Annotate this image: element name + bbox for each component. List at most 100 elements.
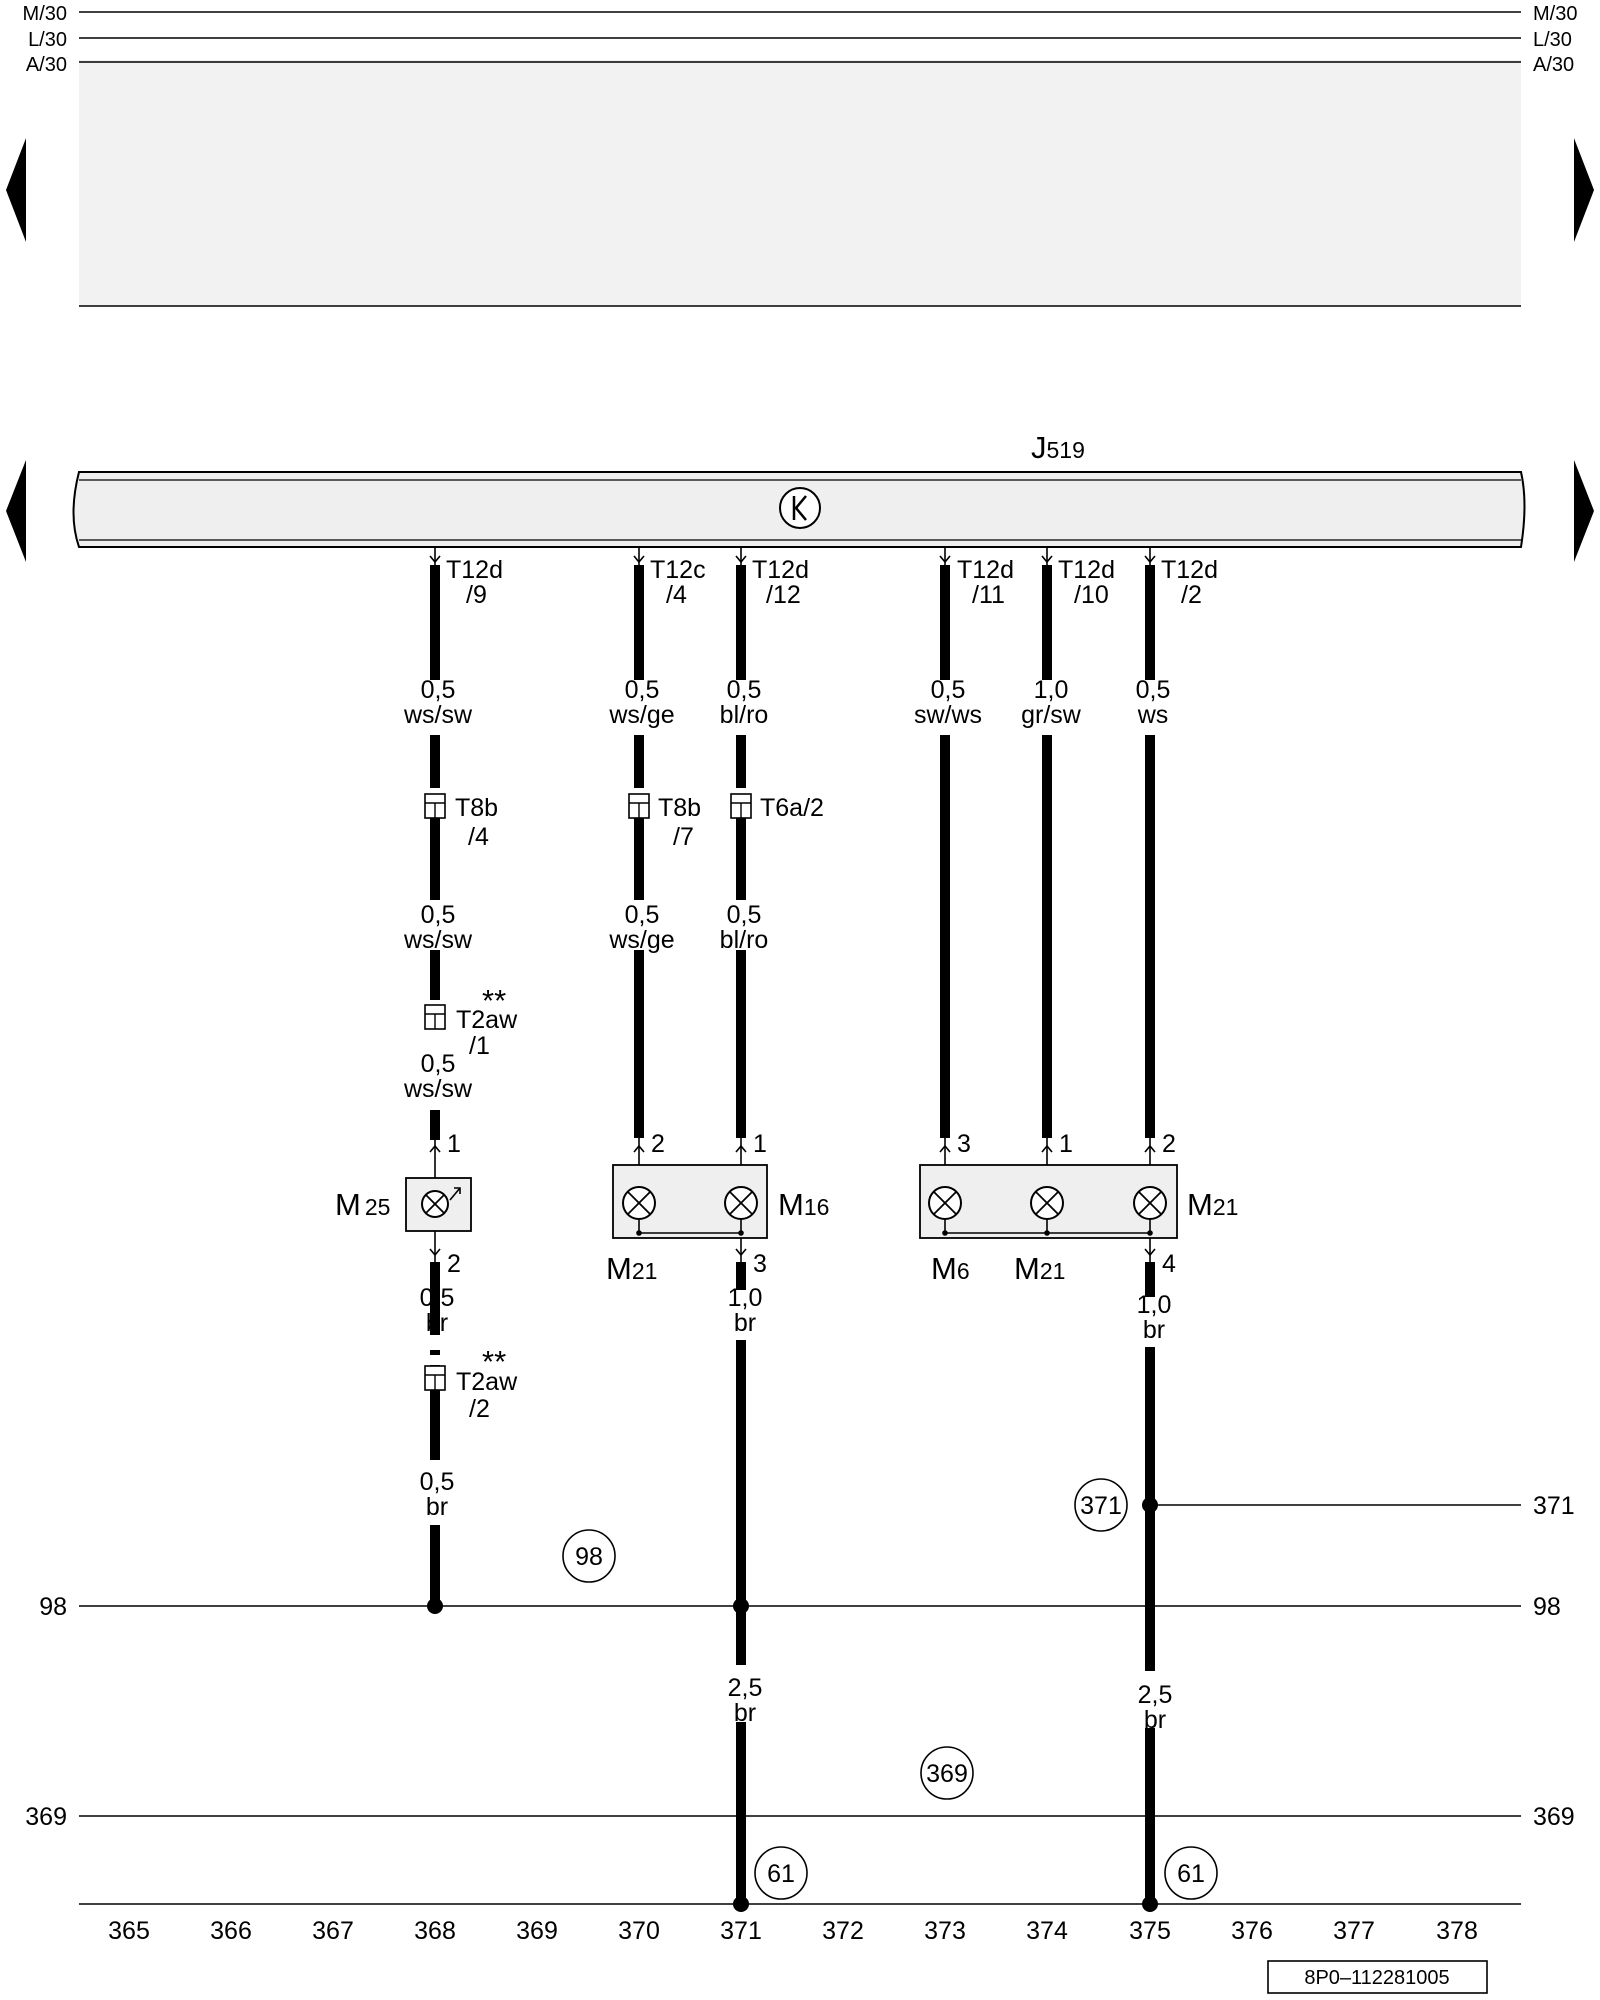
rail-label-m30-left: M/30 [23,3,67,25]
connector-pin: /4 [666,581,687,609]
bus-label: 371 [1533,1492,1575,1520]
rail-label-l30-right: L/30 [1533,29,1572,51]
junction-dot [733,1896,749,1912]
plug-label: T2aw [456,1368,518,1396]
connector-label: T12d [752,556,809,584]
document-id-box [1267,1960,1488,1994]
svg-text:369: 369 [926,1760,968,1788]
junction-dot [1142,1497,1158,1513]
pin-arrow [735,1248,747,1257]
svg-text:98: 98 [575,1543,603,1571]
wire-size: 0,5 [625,901,660,929]
component-pins: 1 2 1 3 1 2 2 3 4 [429,1130,1176,1278]
connector-label: T12d [1161,556,1218,584]
connector-label: T12d [957,556,1014,584]
junction-dot [1142,1896,1158,1912]
grid-number: 373 [924,1917,966,1945]
ref-circle: 61 [1164,1846,1218,1900]
bulb-icon [928,1186,962,1220]
wire-size: 0,5 [625,676,660,704]
component-letter: M [1014,1251,1040,1286]
component-number: 16 [804,1194,830,1220]
plug-icon [424,1004,446,1030]
nav-next-arrow-bottom[interactable] [1574,460,1594,562]
ground-k-icon [779,487,821,529]
connector-label: T12c [650,556,706,584]
grid-number: 370 [618,1917,660,1945]
component-letter: M [1187,1187,1213,1222]
wire-color: ws [1137,701,1169,729]
pin-number: 1 [753,1130,767,1158]
junction-dot [1147,1230,1153,1236]
rail-label-m30-right: M/30 [1533,3,1577,25]
grid-number: 378 [1436,1917,1478,1945]
bus-label: 98 [39,1593,67,1621]
wire-color: bl/ro [720,701,769,729]
pin-arrow [1144,1144,1156,1153]
connector-pin: /10 [1074,581,1109,609]
pin-arrow [633,1144,645,1153]
plug-label: T8b [658,794,701,822]
grid-number: 374 [1026,1917,1068,1945]
component-label: M16 [778,1187,829,1222]
wire-size: 1,0 [1137,1291,1172,1319]
connector-pin: /11 [972,581,1005,609]
wire-size: 1,0 [1034,676,1069,704]
nav-prev-arrow-top[interactable] [6,138,26,242]
pin-number: 1 [447,1130,461,1158]
pin-arrow [1144,1248,1156,1257]
ref-circle: 61 [754,1846,808,1900]
bulb-icon [724,1186,758,1220]
wire-color: gr/sw [1021,701,1082,729]
module-label: J519 [1031,430,1085,465]
grid-number: 367 [312,1917,354,1945]
component-label: M6 [931,1251,970,1286]
wire-labels: 0,5 ws/sw 0,5 ws/ge 0,5 bl/ro 0,5 sw/ws … [403,676,1172,1734]
svg-text:61: 61 [767,1860,795,1888]
grid-numbers: 365 366 367 368 369 370 371 372 373 374 … [108,1917,1478,1945]
rail-label-l30-left: L/30 [28,29,67,51]
wire-color: bl/ro [720,926,769,954]
connector-label: T12d [446,556,503,584]
wire-color: ws/sw [403,701,473,729]
note-marker: ** [482,983,506,1018]
component-letter: M [778,1187,804,1222]
wire-size: 0,5 [421,676,456,704]
pin-number: 4 [1162,1250,1176,1278]
wire-color: ws/sw [403,926,473,954]
pin-arrow [939,1144,951,1153]
wire-size: 0,5 [727,901,762,929]
component-number: 6 [957,1258,970,1284]
plug-pin: /4 [468,823,489,851]
component-label: M21 [606,1251,657,1286]
wire-color: br [734,1699,756,1727]
wire-size: 0,5 [420,1284,455,1312]
terminal-arrow [1144,555,1156,564]
terminal-arrow [1041,555,1053,564]
plug-icon [730,793,752,819]
nav-prev-arrow-bottom[interactable] [6,460,26,562]
component-number: 21 [632,1258,658,1284]
wire-size: 0,5 [727,676,762,704]
wire-color: br [734,1309,756,1337]
wire-size: 1,0 [728,1284,763,1312]
pin-arrow [429,1248,441,1257]
top-panel [79,60,1521,306]
component-letter: M [606,1251,632,1286]
component-label: M21 [1187,1187,1238,1222]
bus-label: 98 [1533,1593,1561,1621]
component-letter: M [335,1187,361,1222]
wire-size: 0,5 [421,1050,456,1078]
junction-dot [1044,1230,1050,1236]
nav-next-arrow-top[interactable] [1574,138,1594,242]
component-number: 21 [1040,1258,1066,1284]
ref-circle: 369 [920,1746,974,1800]
wire-size: 0,5 [1136,676,1171,704]
terminal-arrow [633,555,645,564]
grid-number: 371 [720,1917,762,1945]
internal-link [638,1219,742,1234]
note-marker: ** [482,1344,506,1379]
document-id-text: 8P0–112281005 [1304,1967,1449,1989]
